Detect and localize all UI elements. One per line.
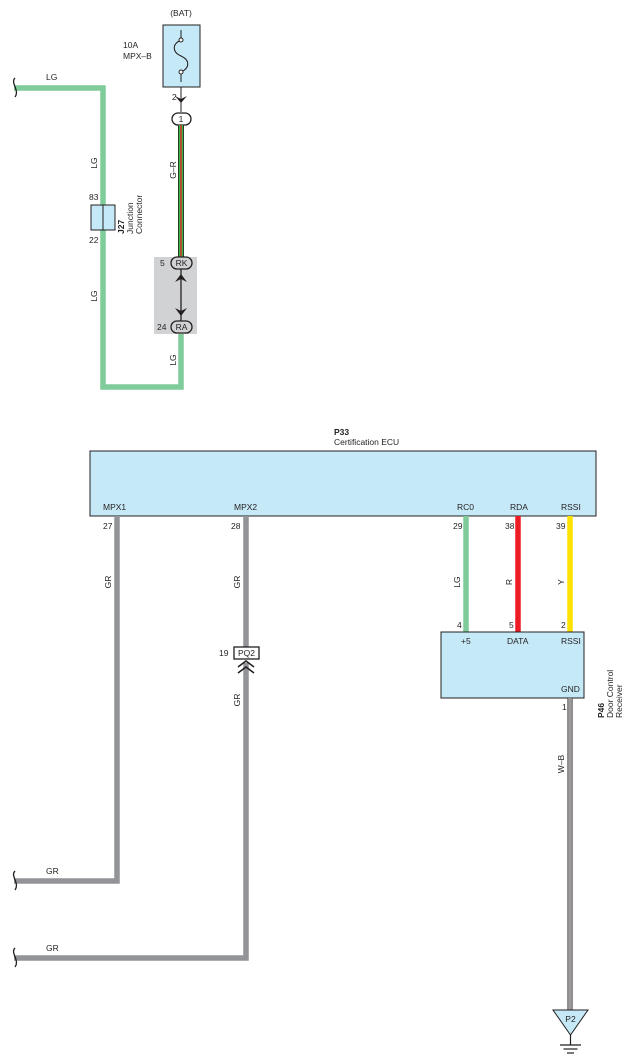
- connector-ra[interactable]: [170, 320, 193, 334]
- wire-gr-mpx2-label: GR: [232, 576, 242, 589]
- certification-ecu[interactable]: [89, 450, 597, 517]
- connector-arrow-up-icon: [175, 274, 187, 282]
- ground-p2-triangle[interactable]: [552, 1009, 589, 1036]
- ecu-pin-28: 28: [231, 521, 241, 531]
- junction-name-line2: Connector: [134, 195, 144, 234]
- ecu-terminal-rssi: RSSI: [561, 502, 581, 512]
- connector-arrow-down-icon: [175, 308, 187, 316]
- ecu-pin-29: 29: [453, 521, 463, 531]
- receiver-pin-4: 4: [457, 620, 462, 630]
- receiver-pin-2: 2: [561, 620, 566, 630]
- receiver-terminal-plus5: +5: [461, 636, 471, 646]
- wire-break-left-bottom: [12, 947, 18, 968]
- wire-lg-bottom-label: LG: [168, 354, 178, 365]
- fuse-source-label: (BAT): [170, 8, 192, 18]
- ecu-pin-39: 39: [556, 521, 566, 531]
- receiver-id: P46: [596, 703, 606, 718]
- wire-gr-pq2-below-label: GR: [232, 694, 242, 707]
- connector-1-label: 1: [179, 114, 184, 124]
- connector-rk-pin: 5: [160, 258, 165, 268]
- wire-gr-mpx1[interactable]: [14, 516, 120, 884]
- connector-pq2-chevron-icon: [237, 660, 255, 674]
- wire-y-rssi-label: Y: [556, 579, 566, 585]
- receiver-terminal-rssi: RSSI: [561, 636, 581, 646]
- junction-pin-top: 83: [89, 192, 99, 202]
- fuse-rating: 10A: [123, 40, 138, 50]
- wire-gr-bottom-upper-label: GR: [46, 866, 59, 876]
- wire-break-left-mid: [12, 870, 18, 891]
- fuse-terminal-arrow-icon: [175, 96, 187, 103]
- wire-lg-left-label: LG: [46, 72, 57, 82]
- junction-id: J27: [116, 220, 126, 234]
- wire-gr-bottom-lower-label: GR: [46, 943, 59, 953]
- connector-ra-pin: 24: [157, 322, 167, 332]
- receiver-name-line2: Receiver: [614, 684, 624, 718]
- fuse-icon: [173, 30, 189, 82]
- junction-name-line1: Junction: [125, 202, 135, 234]
- wire-lg-top[interactable]: [14, 85, 184, 390]
- connector-pq2[interactable]: [233, 646, 260, 660]
- receiver-name-line1: Door Control: [605, 670, 615, 718]
- wire-r-rda-label: R: [504, 579, 514, 585]
- ecu-id: P33: [334, 427, 349, 437]
- receiver-terminal-gnd: GND: [561, 684, 580, 694]
- connector-rk-label: RK: [176, 258, 188, 268]
- connector-pq2-label: PQ2: [238, 648, 255, 658]
- wire-lg-rc0-label: LG: [452, 576, 462, 587]
- wire-lg-upper-label: LG: [89, 157, 99, 168]
- ecu-terminal-rc0: RC0: [457, 502, 474, 512]
- ecu-terminal-mpx2: MPX2: [234, 502, 257, 512]
- ground-icon: [560, 1035, 581, 1054]
- receiver-terminal-data: DATA: [507, 636, 529, 646]
- wire-lg-lower-label: LG: [89, 290, 99, 301]
- receiver-pin-5: 5: [509, 620, 514, 630]
- wire-break-left-top: [12, 77, 18, 98]
- wire-gr-mpx2[interactable]: [14, 516, 249, 961]
- ecu-terminal-rda: RDA: [510, 502, 528, 512]
- connector-pq2-pin: 19: [219, 648, 229, 658]
- junction-pin-bottom: 22: [89, 235, 99, 245]
- ground-p2-label: P2: [565, 1014, 576, 1024]
- door-control-receiver[interactable]: [440, 631, 585, 699]
- wire-w-b-label: W–B: [556, 754, 566, 773]
- fuse-name: MPX–B: [123, 51, 152, 61]
- ecu-pin-38: 38: [505, 521, 515, 531]
- wire-gr-mpx1-label: GR: [103, 576, 113, 589]
- ecu-name: Certification ECU: [334, 437, 399, 447]
- ecu-pin-27: 27: [103, 521, 113, 531]
- wire-g-r-label: G–R: [168, 161, 178, 178]
- fuse-pin: 2: [172, 92, 177, 102]
- receiver-gnd-pin: 1: [562, 702, 567, 712]
- ecu-terminal-mpx1: MPX1: [103, 502, 126, 512]
- connector-ra-label: RA: [176, 322, 188, 332]
